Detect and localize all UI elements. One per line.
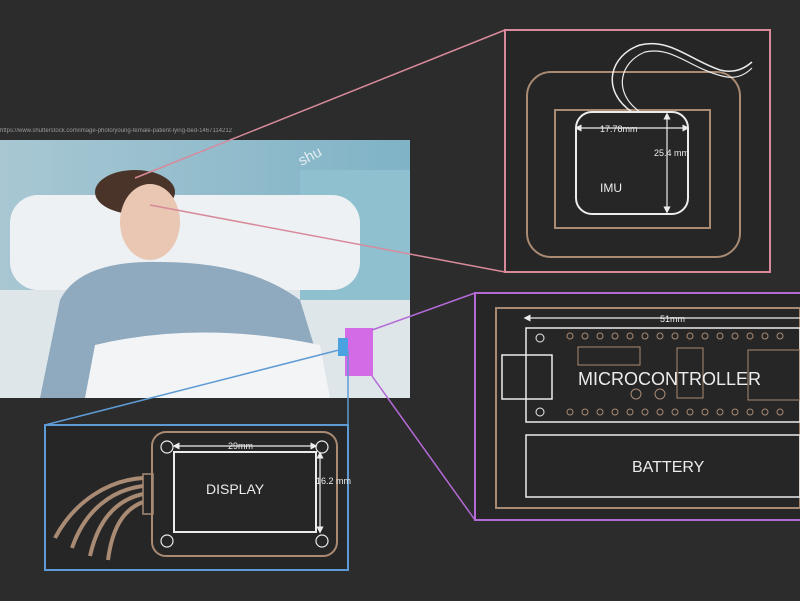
mcu-callout-frame — [474, 292, 800, 521]
imu-callout-line-bottom — [149, 204, 506, 273]
mcu-chip — [747, 349, 800, 401]
mcu-enclosure — [495, 307, 800, 509]
pillow — [10, 195, 360, 290]
mount-hole — [315, 534, 329, 548]
mcu-board — [525, 327, 800, 423]
mcu-callout: 51mm MICROCONTROLLER BATTERY — [474, 292, 800, 521]
battery-label: BATTERY — [632, 459, 705, 476]
usb-connector — [501, 354, 553, 400]
patient-photo — [0, 140, 410, 398]
display-callout-line-left — [44, 349, 340, 426]
mcu-pin-row-bottom — [566, 408, 784, 416]
imu-callout-line-top — [134, 29, 506, 179]
mcu-chip — [577, 346, 641, 366]
display-wires — [53, 476, 144, 561]
display-label: DISPLAY — [206, 481, 265, 497]
imu-label: IMU — [600, 181, 622, 195]
callout-lines — [44, 29, 506, 521]
display-width-label: 29mm — [228, 441, 253, 451]
mcu-label: MICROCONTROLLER — [578, 369, 761, 389]
imu-width-label: 17.78mm — [600, 124, 638, 134]
mount-hole — [535, 407, 545, 417]
mcu-callout-line-top — [371, 292, 476, 331]
battery-outline — [525, 434, 800, 498]
display-callout: 29mm DISPLAY 16.2 mm — [44, 424, 351, 571]
imu-enclosure — [526, 71, 741, 258]
mcu-width-label: 51mm — [660, 314, 685, 324]
display-height-label: 16.2 mm — [316, 476, 351, 486]
device-highlight — [345, 328, 373, 376]
photo-source-url: https://www.shutterstock.com/image-photo… — [0, 128, 233, 134]
imu-callout: 17.78mm IMU 25.4 mm — [504, 29, 771, 273]
mcu-chip — [676, 347, 704, 399]
face — [120, 184, 180, 260]
blanket — [85, 332, 330, 398]
mount-hole — [160, 534, 174, 548]
mount-hole — [535, 333, 545, 343]
display-enclosure — [151, 431, 338, 557]
display-screen — [173, 451, 317, 533]
imu-slot — [554, 109, 711, 229]
mcu-callout-line-bottom — [371, 375, 476, 521]
imu-height-label: 25.4 mm — [654, 148, 689, 158]
display-highlight — [338, 338, 348, 356]
mcu-pin-row-top — [566, 332, 784, 340]
imu-cable — [611, 42, 753, 113]
